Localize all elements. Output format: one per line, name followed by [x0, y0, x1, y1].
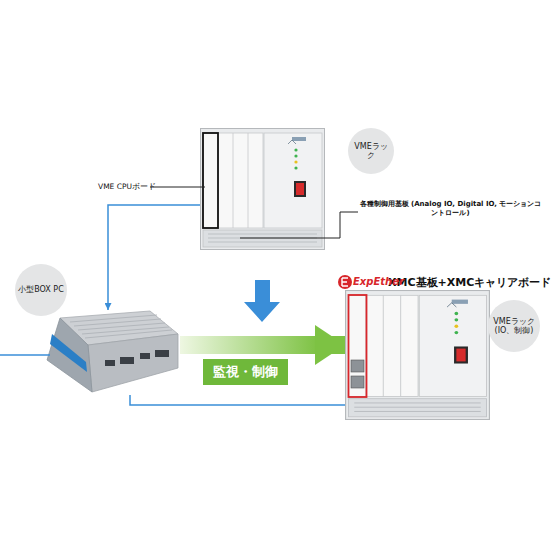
pc-heading: 小型BOX PC [15, 264, 67, 316]
logo-text: ExpEther [353, 276, 404, 287]
vme-rack: VMEラック [200, 128, 325, 250]
rack-heading: VMEラック (IO、制御) [488, 300, 540, 352]
signal-arrow [108, 205, 200, 310]
box-pc: 小型BOX PC [45, 310, 180, 395]
vme-rack: XMC基板+XMCキャリアボードVMEラック (IO、制御) [345, 290, 490, 420]
cable-line [130, 395, 345, 405]
rack-heading: VMEラック [348, 128, 394, 174]
part-label: VME CPUボード [98, 182, 156, 192]
board-heading: XMC基板+XMCキャリアボード [388, 275, 551, 290]
edge-label: 監視・制御 [203, 359, 288, 385]
control-arrow [180, 336, 345, 354]
part-label: 各種制御用基板 (Analog IO, Digital IO, モーションコント… [358, 200, 543, 218]
